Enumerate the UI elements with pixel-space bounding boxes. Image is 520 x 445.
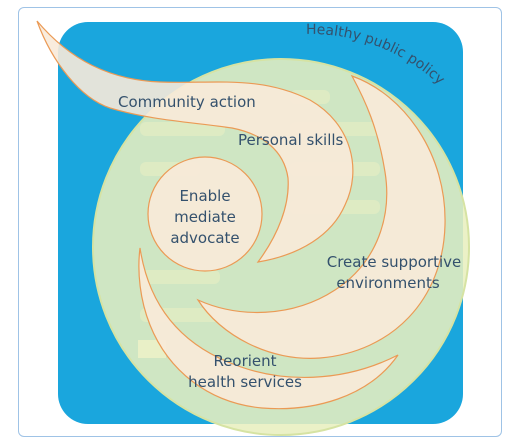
health-services-label: health services (188, 373, 302, 391)
create-supportive-label: Create supportive (327, 253, 461, 271)
reorient-health-services-swirl (138, 247, 399, 410)
environments-label: environments (336, 274, 440, 292)
center-label-enable: Enable (179, 187, 230, 205)
community-action-swirl (36, 20, 354, 263)
personal-skills-label: Personal skills (238, 131, 344, 149)
supportive-environments-swirl (196, 74, 446, 359)
center-circle (147, 156, 263, 272)
center-label-mediate: mediate (174, 208, 236, 226)
center-label-advocate: advocate (170, 229, 239, 247)
swirl-group (36, 20, 446, 410)
community-action-label: Community action (118, 93, 256, 111)
reorient-label: Reorient (213, 352, 276, 370)
